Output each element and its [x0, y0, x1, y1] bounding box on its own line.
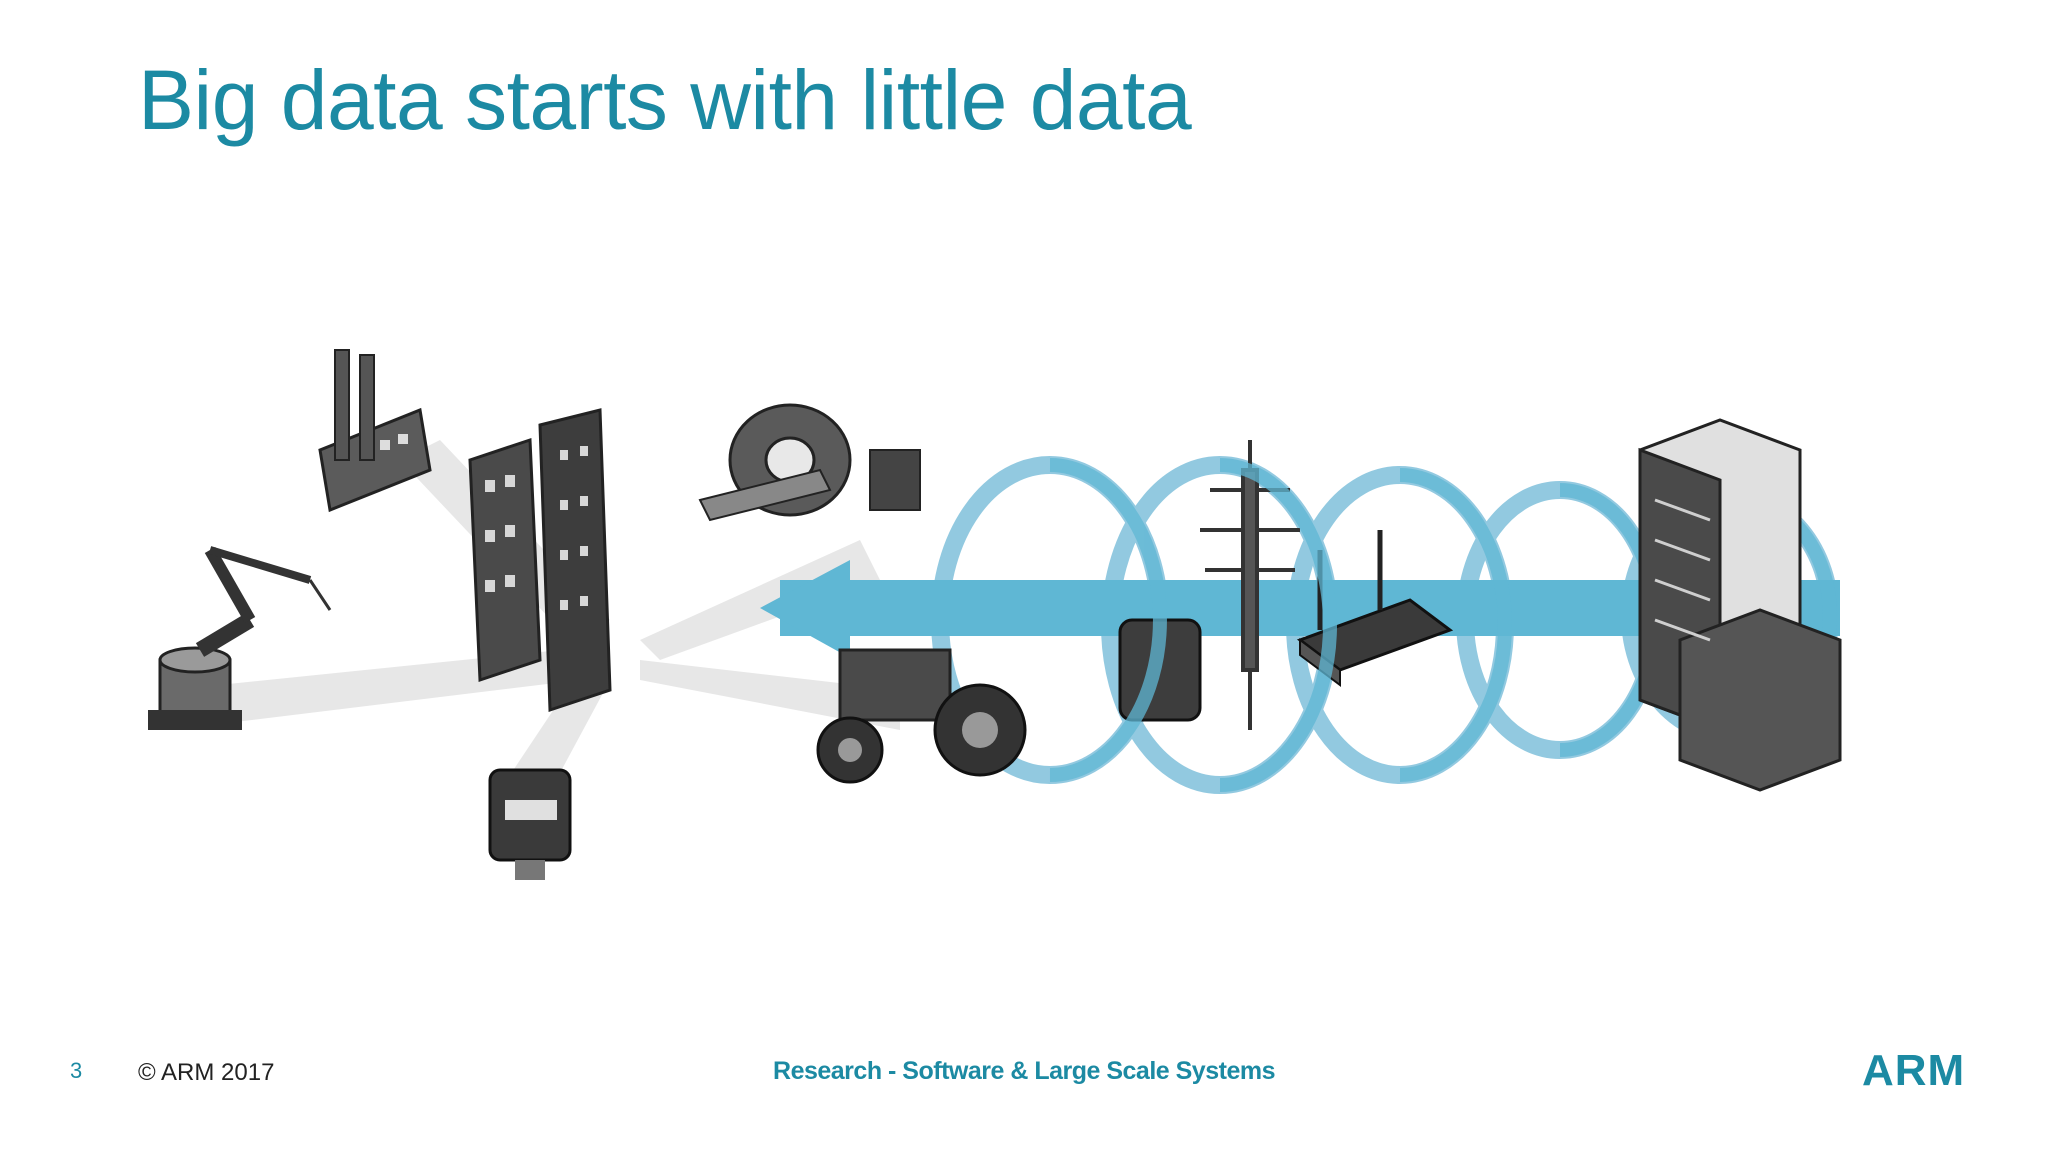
copyright: © ARM 2017 [138, 1059, 275, 1086]
server-rack-icon [1638, 418, 1842, 792]
office-buildings-icon [468, 408, 612, 713]
mri-scanner-icon [698, 403, 921, 522]
page-number: 3 [70, 1058, 83, 1083]
tractor-icon [816, 648, 1027, 784]
iot-illustration [148, 349, 1842, 880]
arm-logo: ARM [1862, 1046, 1966, 1095]
footer-text: Research - Software & Large Scale System… [773, 1057, 1275, 1085]
slide-title: Big data starts with little data [138, 53, 1192, 147]
smart-meter-icon [488, 768, 572, 880]
factory-icon [318, 349, 432, 513]
cell-tower-icon [1200, 440, 1300, 730]
robot-arm-icon [148, 546, 332, 730]
